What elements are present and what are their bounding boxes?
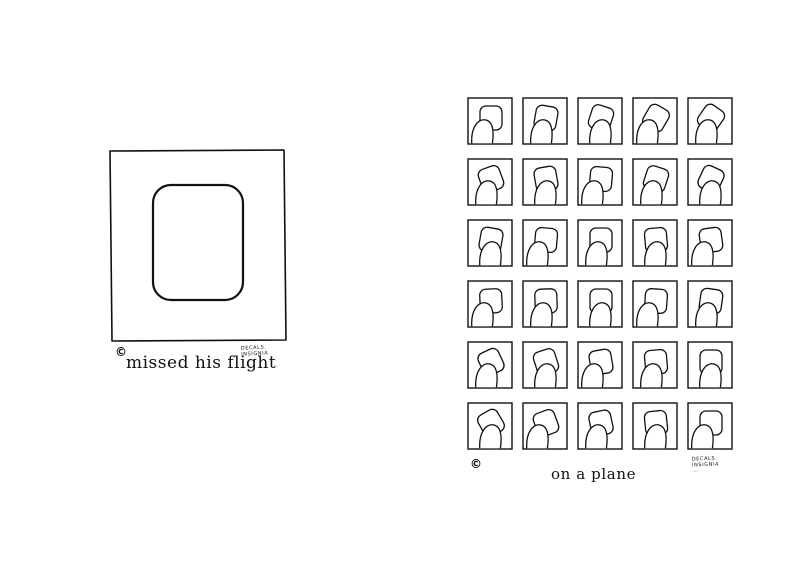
window-frame-cell [632,341,678,389]
window-frame-cell [577,158,623,206]
passenger-head-shape [636,119,659,144]
window-frame-cell [687,219,733,267]
window-frame-cell [522,219,568,267]
window-grid-icon [467,97,733,450]
passenger-head-shape [695,119,718,144]
passenger-head-shape [699,180,722,205]
passenger-head-shape [640,363,663,388]
copyright-symbol: © [115,345,127,359]
window-frame-cell [632,219,678,267]
copyright-symbol: © [470,457,482,471]
artist-signature: DECALS. INSIGNIA ... [692,456,720,474]
passenger-head-shape [471,119,494,144]
window-frame-cell [632,402,678,450]
window-frame-cell [632,280,678,328]
passenger-head-shape [526,241,549,266]
window-frame-cell [522,402,568,450]
window-frame-cell [687,97,733,145]
passenger-head-shape [479,424,502,449]
passenger-head-shape [691,424,714,449]
passenger-head-shape [589,302,612,327]
window-frame-cell [467,219,513,267]
window-frame-cell [687,280,733,328]
airplane-window-icon [109,149,287,342]
passenger-head-shape [691,241,714,266]
passenger-head-shape [526,424,549,449]
passenger-head-shape [475,363,498,388]
passenger-head-shape [640,180,663,205]
cartoon-caption: on a plane [551,465,637,483]
passenger-head-shape [636,302,659,327]
passenger-head-shape [534,363,557,388]
passenger-head-shape [471,302,494,327]
passenger-head-shape [475,180,498,205]
window-frame-cell [467,280,513,328]
signature-line: ... [692,467,699,474]
passenger-head-shape [644,424,667,449]
window-frame-cell [577,341,623,389]
passenger-head-shape [530,302,553,327]
window-frame-cell [522,158,568,206]
window-frame-cell [687,402,733,450]
window-frame-cell [522,97,568,145]
window-frame-cell [467,402,513,450]
passenger-head-shape [699,363,722,388]
passenger-head-shape [585,424,608,449]
passenger-head-shape [534,180,557,205]
cartoon-missed-his-flight: © DECALS. INSIGNIA missed his flight [108,148,288,388]
cartoon-frame [109,149,287,342]
window-frame-cell [522,341,568,389]
window-frame-cell [687,158,733,206]
window-frame-cell [577,97,623,145]
window-frame-cell [467,158,513,206]
passenger-head-shape [589,119,612,144]
passenger-head-shape [644,241,667,266]
window-frame-cell [522,280,568,328]
cartoon-caption: missed his flight [126,353,277,373]
window-outline [151,183,245,302]
window-frame-cell [687,341,733,389]
window-frame-cell [467,341,513,389]
window-frame-cell [577,280,623,328]
passenger-head-shape [479,241,502,266]
passenger-head-shape [530,119,553,144]
passenger-head-shape [585,241,608,266]
cartoon-on-a-plane: © on a plane DECALS. INSIGNIA ... [465,95,740,495]
passenger-head-shape [695,302,718,327]
window-frame-cell [577,402,623,450]
window-frame-cell [632,158,678,206]
passenger-head-shape [581,363,604,388]
window-frame-cell [467,97,513,145]
window-frame-cell [577,219,623,267]
passenger-head-shape [581,180,604,205]
window-frame-cell [632,97,678,145]
